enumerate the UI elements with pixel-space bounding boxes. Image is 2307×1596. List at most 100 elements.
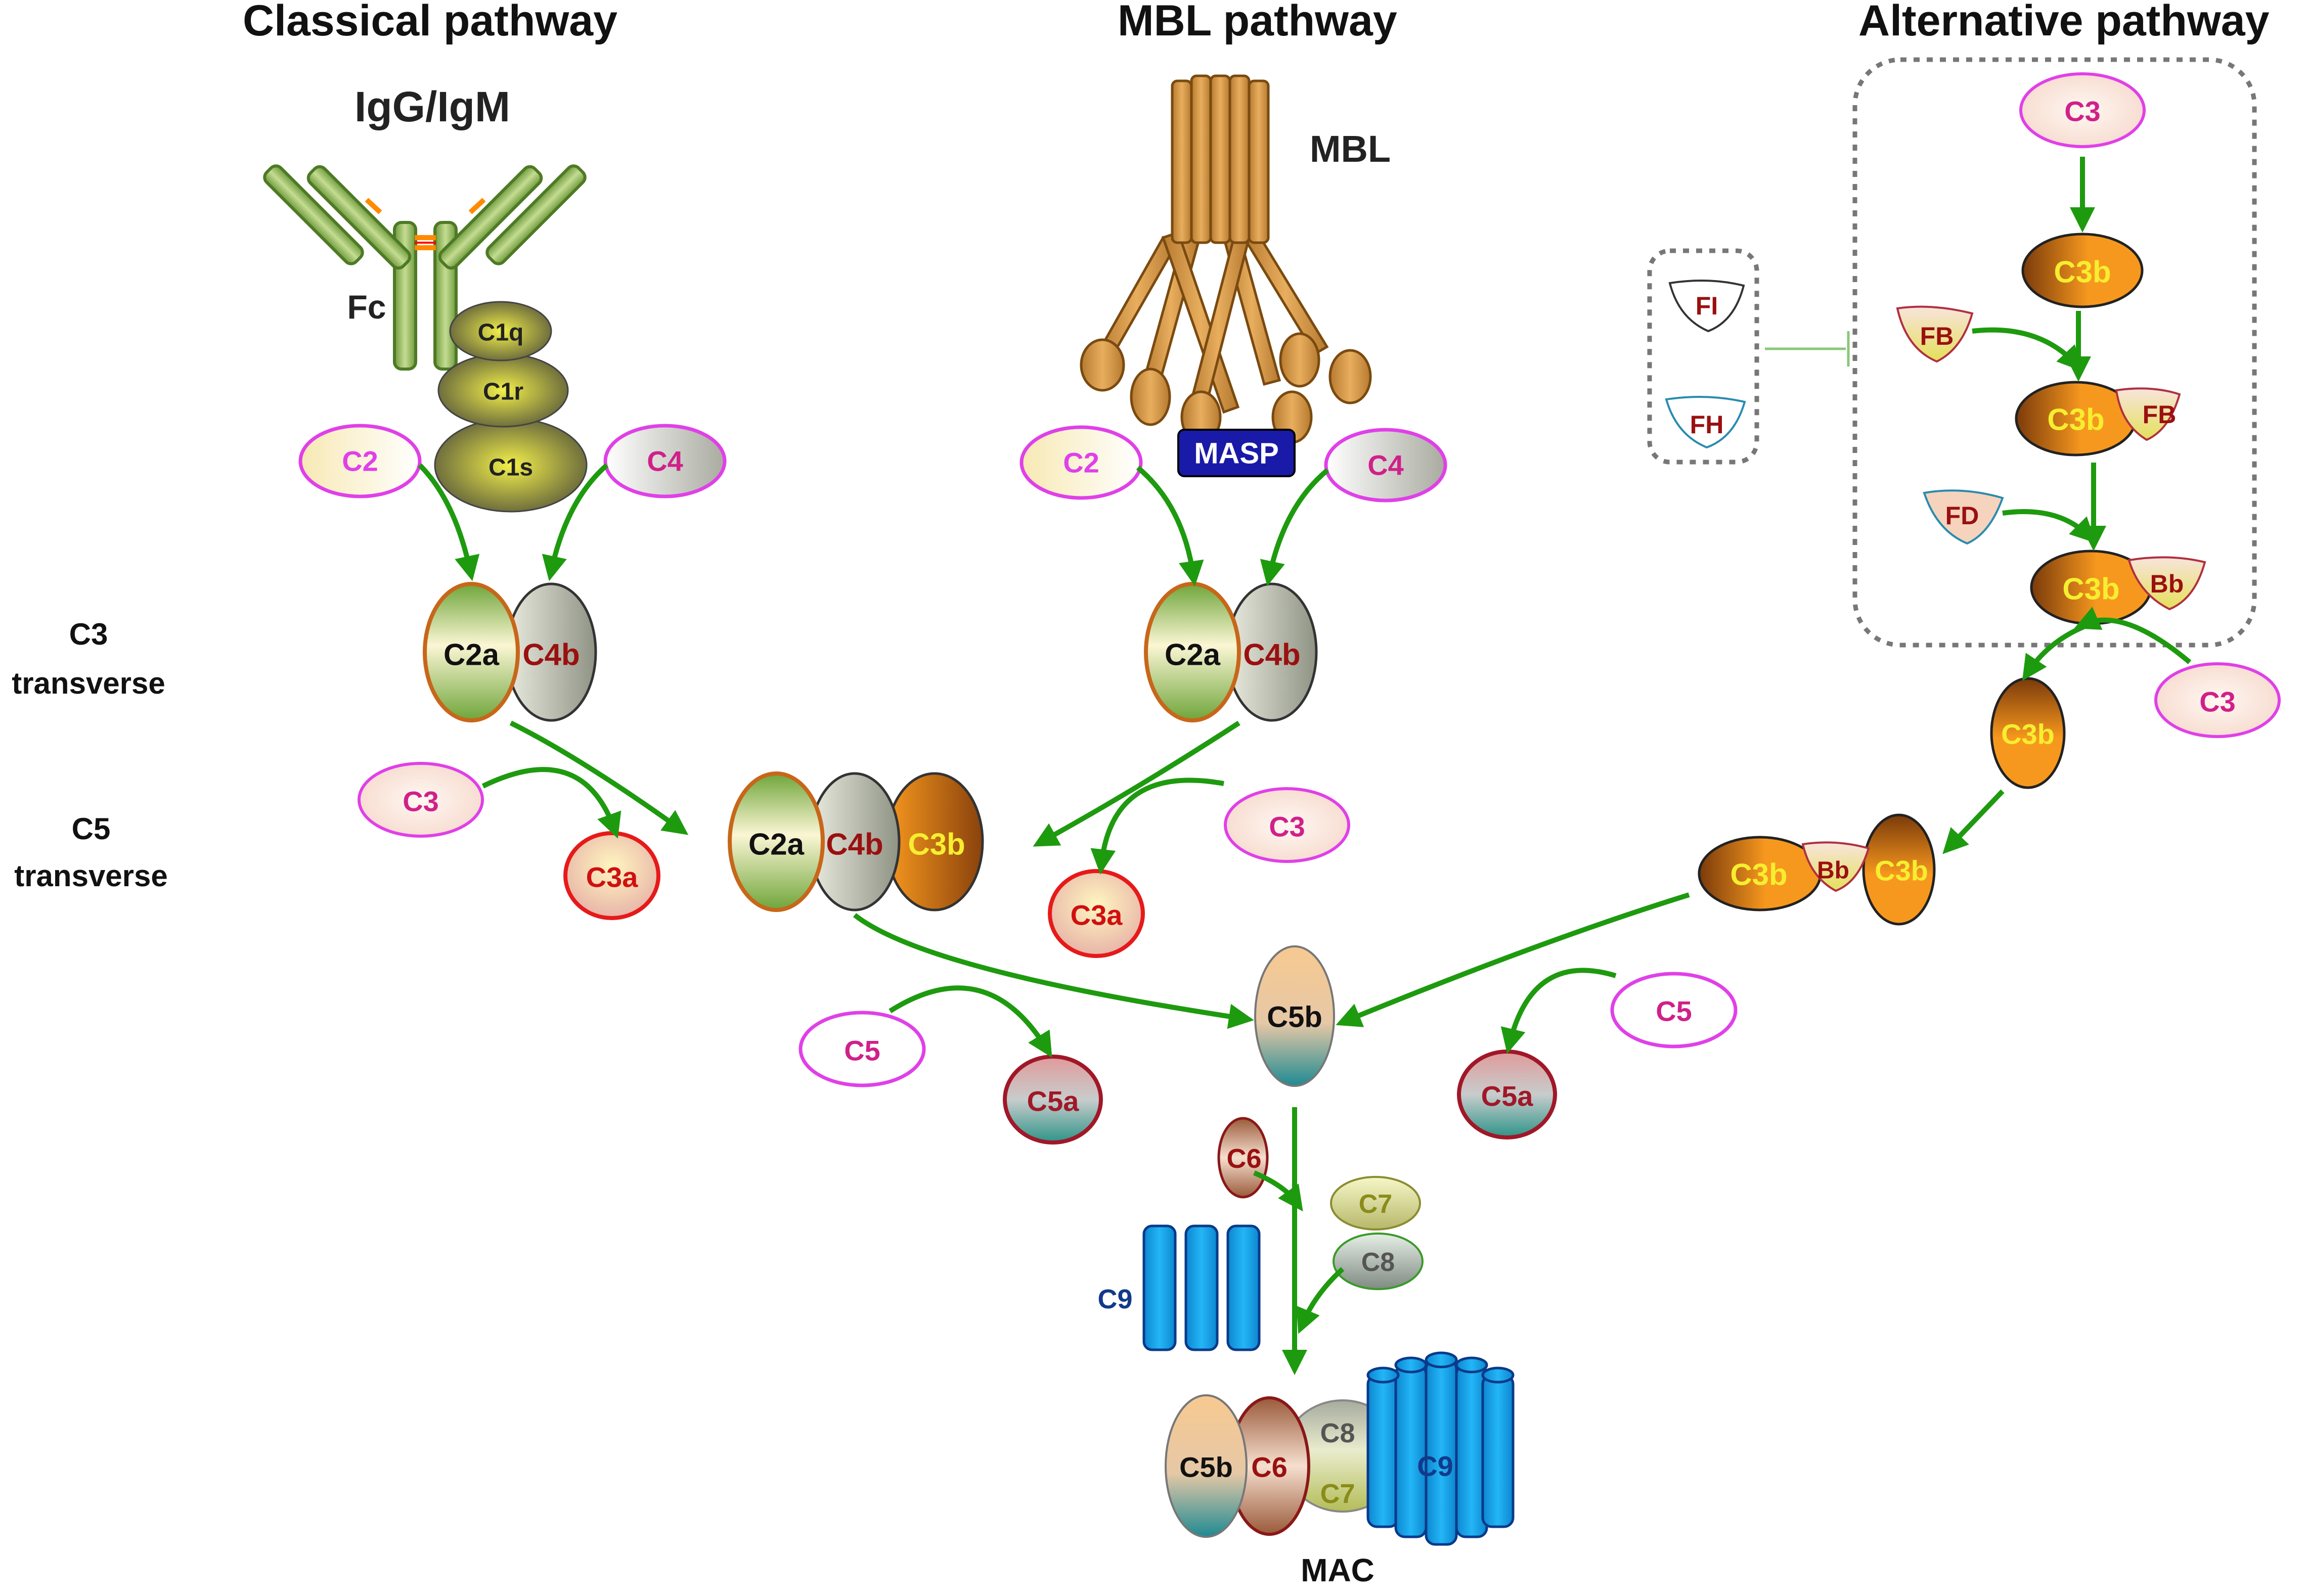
c3-alternative-side — [2154, 662, 2281, 738]
c5b-center — [1254, 945, 1335, 1087]
c1q-molecule — [449, 301, 552, 361]
fi-molecule — [1668, 280, 1745, 333]
arrow-c3-to-c3a-classical — [481, 767, 622, 839]
c3-classical-label: C3 — [403, 786, 439, 817]
title-classical-pathway: Classical pathway — [243, 0, 617, 45]
c5a-left — [1003, 1055, 1103, 1145]
arrow-classical-convertase-to-c5b — [853, 913, 1254, 1029]
arrow-c5-to-c5a-left — [889, 985, 1052, 1058]
c1r-label: C1r — [483, 379, 523, 405]
fb-label: FB — [1920, 322, 1954, 350]
mac-complex: C5b C6 C8 C7 C9 — [1165, 1351, 1515, 1546]
c9-mac-label: C9 — [1417, 1450, 1453, 1482]
c3b-c5-convertase-label: C3b — [908, 828, 965, 861]
c3b-alternative-4-label: C3b — [2001, 718, 2055, 750]
regulator-box — [1647, 248, 1759, 465]
antibody-igg-igm — [263, 164, 587, 371]
label-c3-transverse-line2: transverse — [12, 666, 165, 700]
c9-pore — [1366, 1351, 1515, 1546]
masp-box — [1177, 429, 1296, 477]
c6-mac-label: C6 — [1251, 1451, 1288, 1483]
c2a-mbl-label: C2a — [1165, 638, 1221, 672]
c3-classical — [358, 762, 484, 838]
fh-label: FH — [1690, 411, 1724, 439]
c2-mbl — [1019, 425, 1143, 500]
c3b-alt-convertase-left-label: C3b — [1730, 858, 1787, 892]
c5a-right-label: C5a — [1481, 1080, 1534, 1112]
c4-mbl-label: C4 — [1367, 449, 1404, 481]
label-fc: Fc — [347, 288, 386, 326]
arrow-c6-binding — [1253, 1170, 1303, 1212]
masp-label: MASP — [1194, 437, 1279, 470]
bb-bound — [2127, 556, 2206, 611]
c4b-classical-label: C4b — [522, 638, 580, 672]
c5b-mac-label: C5b — [1179, 1451, 1233, 1483]
c5-left-label: C5 — [844, 1035, 880, 1067]
c3a-mbl-label: C3a — [1071, 899, 1123, 931]
c3a-classical-label: C3a — [586, 861, 639, 893]
arrow-alt-convertase-to-c5b — [1336, 892, 1690, 1027]
arrow-fb-binding — [1972, 327, 2083, 372]
arrow-c3b-to-alt-convertase — [1942, 789, 2005, 854]
title-mbl-pathway: MBL pathway — [1118, 0, 1397, 45]
arrow-c3-to-c3a-mbl — [1090, 778, 1224, 875]
c2a-classical-label: C2a — [443, 638, 500, 672]
fd-molecule — [1923, 489, 2004, 545]
c3b-alternative-3-label: C3b — [2062, 572, 2119, 606]
c2a-c5-convertase — [728, 771, 825, 912]
fb-bound — [2115, 387, 2181, 441]
c6-free-label: C6 — [1226, 1144, 1261, 1174]
c8-mac-label: C8 — [1320, 1418, 1355, 1448]
c3-alternative-start-label: C3 — [2064, 96, 2101, 127]
c9-free-monomers — [1142, 1224, 1261, 1351]
c4-classical — [603, 424, 727, 498]
label-mbl: MBL — [1310, 128, 1391, 170]
c5-left — [798, 1011, 926, 1087]
c5a-left-label: C5a — [1027, 1085, 1080, 1117]
c1q-label: C1q — [478, 320, 524, 346]
c3b-alt-convertase-right-label: C3b — [1875, 855, 1928, 887]
c1s-label: C1s — [489, 454, 533, 481]
c8-free-label: C8 — [1361, 1248, 1395, 1277]
arrow-c2-to-c2a-mbl — [1136, 466, 1204, 586]
c4-classical-label: C4 — [647, 445, 683, 477]
c3b-alternative-2-label: C3b — [2047, 403, 2104, 437]
c3-mbl-label: C3 — [1269, 811, 1305, 843]
mbl-molecule — [1080, 74, 1372, 444]
bb-bound-label: Bb — [2150, 570, 2184, 598]
reaction-arrows — [418, 157, 2192, 1375]
fh-molecule — [1665, 396, 1746, 449]
c5b-center-label: C5b — [1267, 1001, 1322, 1034]
arrow-fd-binding — [2002, 509, 2096, 543]
c4b-mbl-label: C4b — [1243, 638, 1300, 672]
title-alternative-pathway: Alternative pathway — [1858, 0, 2270, 45]
arrow-c5-to-c5a-right — [1500, 968, 1617, 1054]
c6-free — [1217, 1117, 1269, 1199]
c7-mac-label: C7 — [1320, 1479, 1355, 1509]
label-igg-igm: IgG/IgM — [354, 83, 510, 130]
c2-classical — [298, 424, 422, 498]
fb-molecule — [1896, 305, 1974, 363]
c2a-c5-convertase-label: C2a — [748, 828, 805, 861]
c7-free — [1330, 1176, 1421, 1230]
fb-bound-label: FB — [2143, 400, 2177, 429]
arrow-c2-to-c2a-classical — [418, 463, 480, 581]
arrow-c3-side-to-c3b — [2074, 607, 2192, 664]
c3b-alternative-1 — [2021, 233, 2144, 308]
c3-alternative-side-label: C3 — [2199, 686, 2236, 718]
label-c3-transverse-line1: C3 — [69, 617, 108, 651]
c2a-classical — [423, 582, 520, 722]
c7-free-label: C7 — [1359, 1190, 1392, 1219]
c5-right — [1610, 972, 1738, 1048]
fd-label: FD — [1945, 501, 1979, 530]
c5b-mac — [1165, 1394, 1248, 1538]
arrow-classical-to-c5-convertase — [509, 720, 689, 835]
bb-alt-convertase — [1801, 841, 1870, 892]
c3-alternative-start — [2019, 72, 2146, 148]
arrow-mbl-to-c5-convertase — [1033, 720, 1240, 847]
arrow-c4-to-c4b-mbl — [1260, 468, 1329, 586]
arrow-c3bbb-to-c3b — [2022, 624, 2084, 681]
c4b-c5-convertase-label: C4b — [826, 828, 883, 861]
bb-alt-convertase-label: Bb — [1817, 857, 1849, 884]
